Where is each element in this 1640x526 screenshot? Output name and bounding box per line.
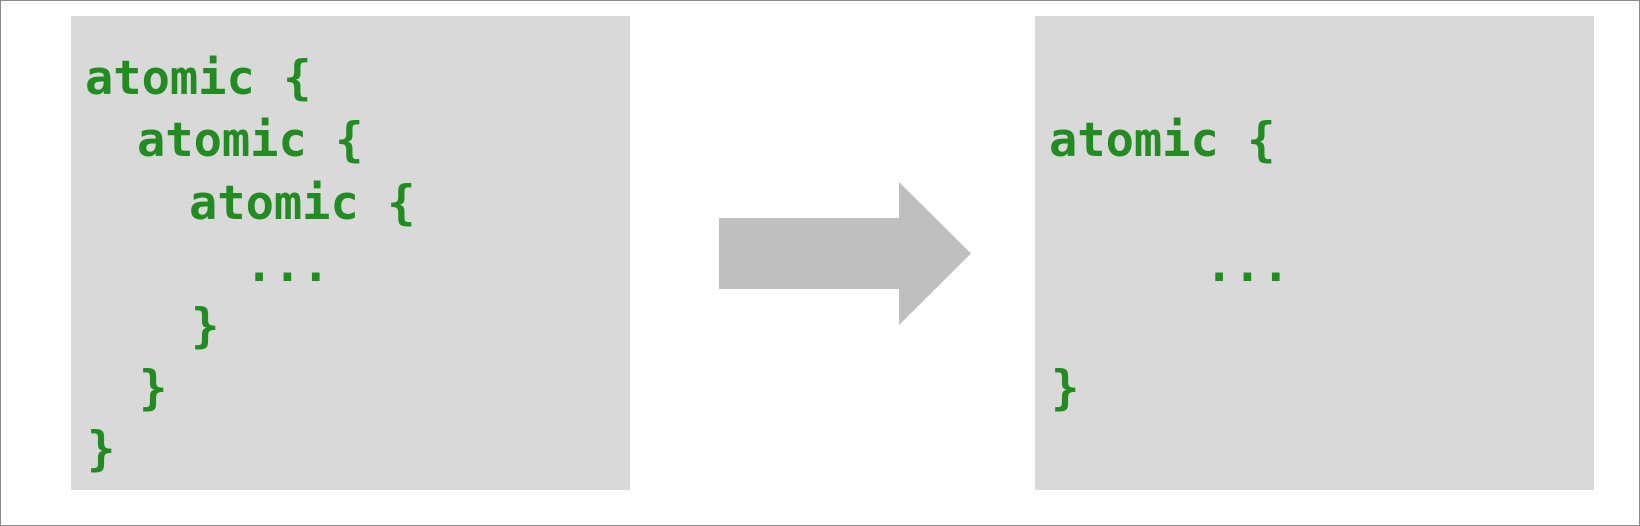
nested-atomic-code-panel: atomic { atomic { atomic { ... } } }	[71, 16, 630, 490]
code-line-middle-close: }	[139, 361, 168, 416]
right-arrow-icon	[719, 182, 971, 325]
code-line-inner-open: atomic {	[189, 176, 416, 231]
code-line-middle-open: atomic {	[137, 113, 364, 168]
code-line-outer-open: atomic {	[85, 51, 312, 106]
code-line-flat-close: }	[1051, 361, 1080, 416]
flattened-atomic-code-panel: atomic { ... }	[1035, 16, 1594, 490]
code-line-flat-body: ...	[1205, 238, 1290, 293]
code-line-outer-close: }	[87, 422, 116, 477]
code-line-flat-open: atomic {	[1049, 113, 1276, 168]
right-arrow-shape	[719, 182, 971, 325]
code-line-inner-body: ...	[245, 238, 330, 293]
code-line-inner-close: }	[191, 299, 220, 354]
